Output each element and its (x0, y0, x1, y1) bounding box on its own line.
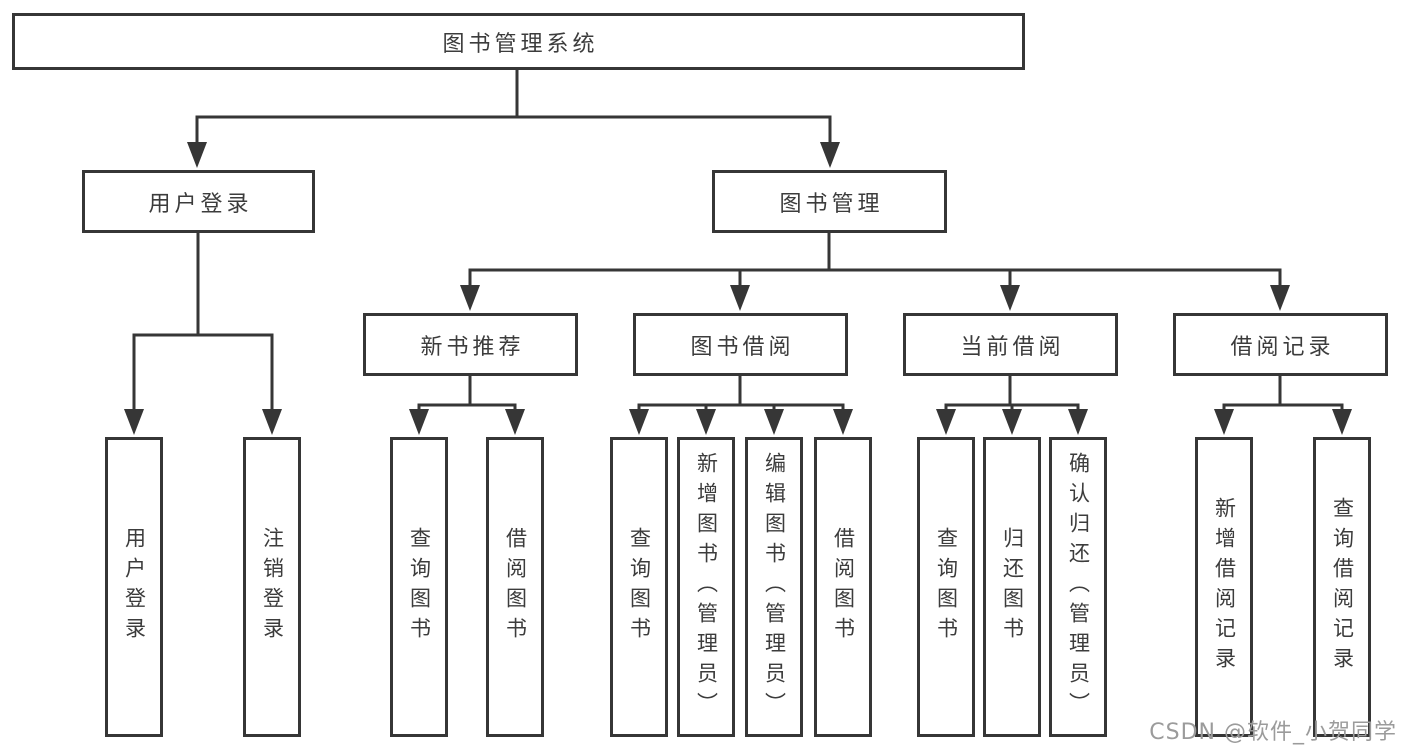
node-user-login: 用户登录 (82, 170, 315, 233)
leaf-add-book-admin: 新增图书（管理员） (677, 437, 735, 737)
leaf-confirm-return-admin: 确认归还（管理员） (1049, 437, 1107, 737)
node-user-login-label: 用户登录 (148, 191, 253, 217)
node-book-management: 图书管理 (712, 170, 947, 233)
leaf-edit-book-admin-label: 编辑图书（管理员） (762, 452, 787, 722)
node-root: 图书管理系统 (12, 13, 1025, 70)
node-book-borrow: 图书借阅 (633, 313, 848, 376)
leaf-query-borrow-record: 查询借阅记录 (1313, 437, 1371, 737)
leaf-edit-book-admin: 编辑图书（管理员） (745, 437, 803, 737)
leaf-confirm-return-admin-label: 确认归还（管理员） (1066, 452, 1091, 722)
leaf-return-book: 归还图书 (983, 437, 1041, 737)
leaf-add-book-admin-label: 新增图书（管理员） (694, 452, 719, 722)
node-borrow-record: 借阅记录 (1173, 313, 1388, 376)
leaf-query-books: 查询图书 (390, 437, 448, 737)
node-current-borrow: 当前借阅 (903, 313, 1118, 376)
node-book-borrow-label: 图书借阅 (690, 334, 795, 360)
node-book-management-label: 图书管理 (779, 191, 884, 217)
node-current-borrow-label: 当前借阅 (960, 334, 1065, 360)
node-root-label: 图书管理系统 (442, 31, 599, 57)
leaf-query-books-label: 查询图书 (407, 527, 432, 647)
node-new-book-recommend: 新书推荐 (363, 313, 578, 376)
leaf-logout-label: 注销登录 (260, 527, 285, 647)
leaf-borrow-books-label: 借阅图书 (503, 527, 528, 647)
leaf-query-books-current-label: 查询图书 (934, 527, 959, 647)
leaf-logout: 注销登录 (243, 437, 301, 737)
leaf-borrow-books: 借阅图书 (486, 437, 544, 737)
leaf-query-books-borrow-label: 查询图书 (627, 527, 652, 647)
leaf-borrow-book: 借阅图书 (814, 437, 872, 737)
node-borrow-record-label: 借阅记录 (1230, 334, 1335, 360)
leaf-add-borrow-record: 新增借阅记录 (1195, 437, 1253, 737)
leaf-borrow-book-label: 借阅图书 (831, 527, 856, 647)
watermark: CSDN @软件_小贺同学 (1149, 720, 1397, 745)
node-new-book-recommend-label: 新书推荐 (420, 334, 525, 360)
leaf-query-books-borrow: 查询图书 (610, 437, 668, 737)
leaf-return-book-label: 归还图书 (1000, 527, 1025, 647)
leaf-user-login: 用户登录 (105, 437, 163, 737)
leaf-query-books-current: 查询图书 (917, 437, 975, 737)
leaf-user-login-label: 用户登录 (122, 527, 147, 647)
leaf-add-borrow-record-label: 新增借阅记录 (1212, 497, 1237, 677)
leaf-query-borrow-record-label: 查询借阅记录 (1330, 497, 1355, 677)
